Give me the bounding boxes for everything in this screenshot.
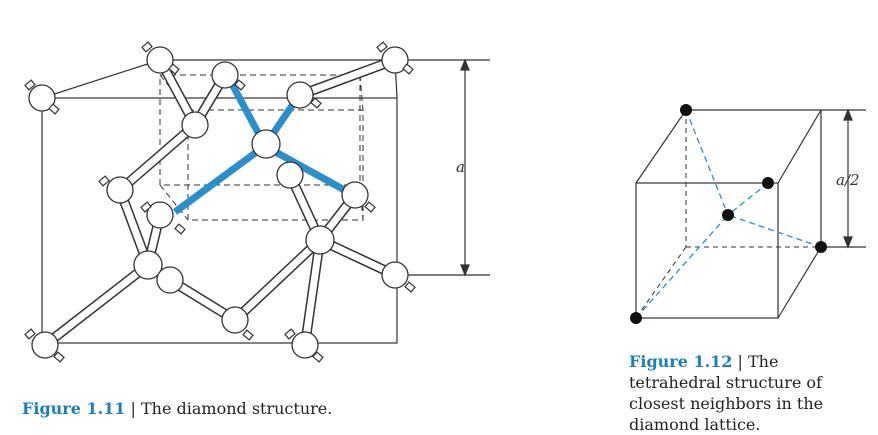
unit-cell-outline xyxy=(41,59,490,344)
atom-stubs xyxy=(24,41,416,363)
dimension-arrow-a xyxy=(460,58,470,277)
dimension-label-a-half: a/2 xyxy=(836,171,860,189)
atoms xyxy=(28,46,409,359)
dimension-arrow-a-half xyxy=(843,108,853,249)
figure-11-caption: Figure 1.11 | The diamond structure. xyxy=(22,398,332,419)
caption-separator: | xyxy=(732,352,748,371)
bonds xyxy=(40,55,400,350)
figure-12-text: The tetrahedral structure of closest nei… xyxy=(629,352,824,434)
tetrahedral-bonds-highlight xyxy=(172,82,350,215)
cube-outline xyxy=(635,109,866,319)
figure-11-number: Figure 1.11 xyxy=(22,399,126,418)
tetrahedral-bonds xyxy=(635,109,822,319)
tetrahedral-structure-figure: a/2 xyxy=(630,104,866,324)
caption-separator: | xyxy=(125,399,141,418)
diamond-structure-figure: a xyxy=(24,41,490,363)
dimension-label-a: a xyxy=(456,158,465,176)
figure-12-number: Figure 1.12 xyxy=(629,352,733,371)
figure-11-text: The diamond structure. xyxy=(140,399,333,418)
atom-front-bottom xyxy=(630,312,642,324)
atom-center xyxy=(722,209,734,221)
figure-12-caption: Figure 1.12 | The tetrahedral structure … xyxy=(629,351,874,435)
hidden-edges xyxy=(635,110,821,319)
atoms xyxy=(630,104,827,324)
atom-back-right xyxy=(815,241,827,253)
atom-top-back xyxy=(680,104,692,116)
atom-front-top xyxy=(762,177,774,189)
